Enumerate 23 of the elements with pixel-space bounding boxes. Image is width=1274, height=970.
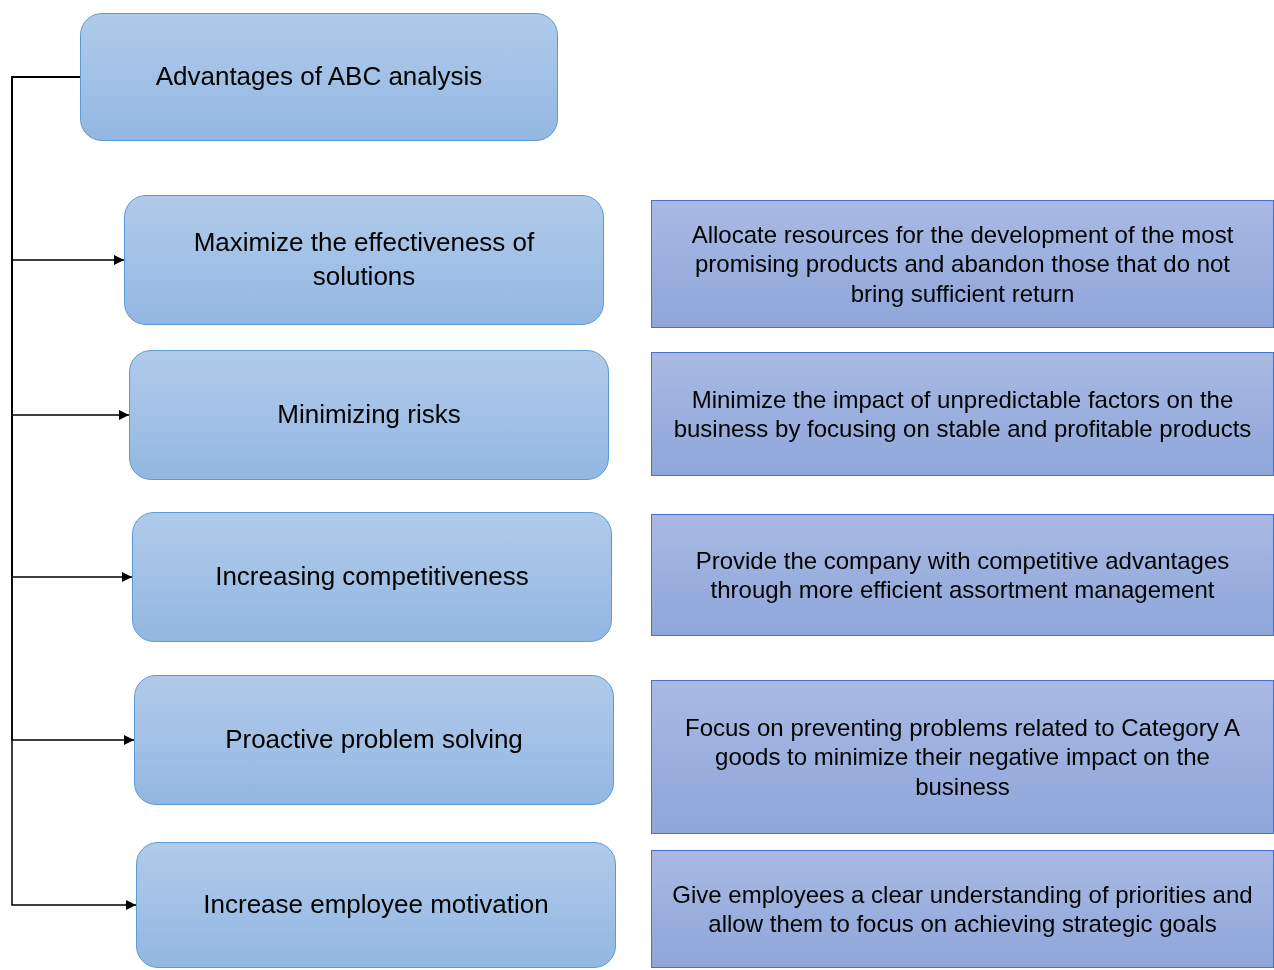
rounded-box xyxy=(134,675,614,805)
box-text: Focus on preventing problems related to Category A goods to minimize their negative impact on the business xyxy=(684,713,1241,801)
rounded-box xyxy=(129,350,609,480)
box-text: Allocate resources for the development of the most promising products and abandon those that do not bring sufficient return xyxy=(690,220,1235,308)
box-text: Advantages of ABC analysis xyxy=(155,60,483,94)
box-text: Maximize the effectiveness of solutions xyxy=(192,226,536,293)
box-text: Provide the company with competitive advantages through more efficient assortment management xyxy=(694,545,1231,605)
box-text: Proactive problem solving xyxy=(225,723,523,757)
box-text: Increase employee motivation xyxy=(203,888,549,922)
box-text: Give employees a clear understanding of priorities and allow them to focus on achieving strategic goals xyxy=(671,879,1254,939)
text-box xyxy=(651,680,1274,834)
box-text: Minimize the impact of unpredictable factors on the business by focusing on stable and profitable products xyxy=(672,384,1253,444)
rounded-box xyxy=(80,13,558,141)
box-text: Minimizing risks xyxy=(277,398,461,432)
text-box xyxy=(651,514,1274,636)
text-box xyxy=(651,352,1274,476)
rounded-box xyxy=(132,512,612,642)
arrow xyxy=(11,76,137,910)
rounded-box xyxy=(136,842,616,968)
text-box xyxy=(651,850,1274,968)
text-box xyxy=(651,200,1274,328)
box-text: Increasing competitiveness xyxy=(215,560,529,594)
rounded-box xyxy=(124,195,604,325)
